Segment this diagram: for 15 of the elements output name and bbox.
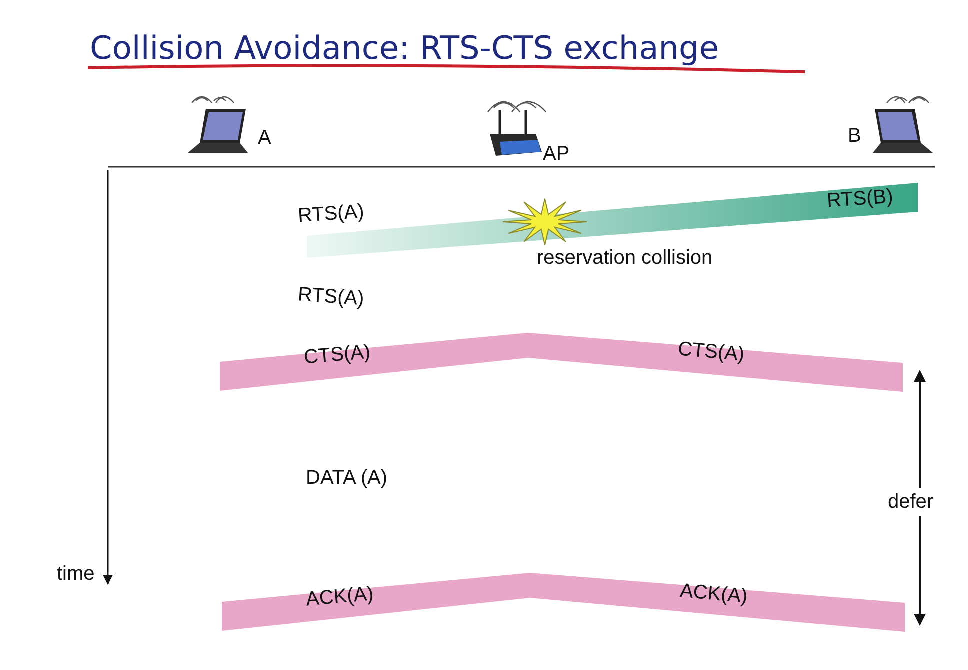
device-label: A: [258, 126, 272, 150]
band-label: CTS(A): [303, 340, 372, 370]
collision-label: reservation collision: [537, 246, 713, 270]
band-label: CTS(A): [677, 337, 746, 367]
axis-label: time: [57, 562, 95, 586]
message-label: DATA (A): [306, 466, 388, 490]
message-label: RTS(A): [297, 282, 366, 312]
band-label: ACK(A): [305, 582, 375, 612]
band-label: RTS(A): [297, 200, 366, 228]
band-label: RTS(B): [826, 184, 894, 214]
device-label: B: [848, 124, 862, 148]
title: Collision Avoidance: RTS-CTS exchange: [90, 28, 719, 68]
defer-label: defer: [888, 488, 934, 516]
band-label: ACK(A): [679, 579, 749, 609]
device-label: AP: [543, 142, 570, 166]
